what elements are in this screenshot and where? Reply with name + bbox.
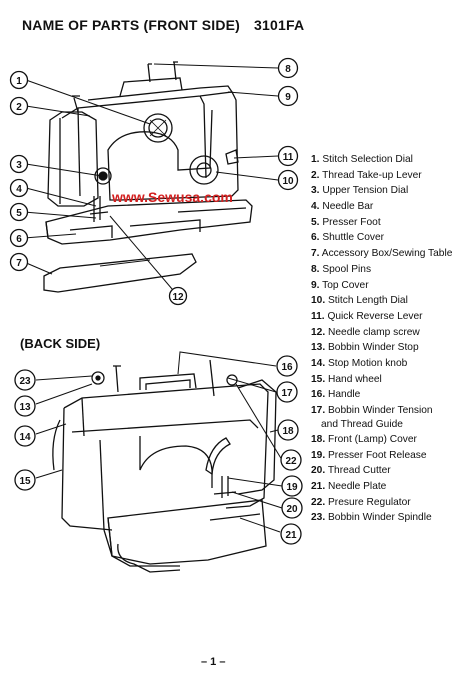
list-item: 20. Thread Cutter bbox=[311, 465, 391, 477]
callout-12: 12 bbox=[172, 292, 184, 303]
callout-2: 2 bbox=[16, 102, 22, 113]
callout-18: 18 bbox=[282, 426, 294, 437]
callout-10: 10 bbox=[282, 176, 294, 187]
list-item: 3. Upper Tension Dial bbox=[311, 185, 409, 197]
callout-6: 6 bbox=[16, 234, 22, 245]
callout-3: 3 bbox=[16, 160, 22, 171]
list-item: 7. Accessory Box/Sewing Table bbox=[311, 248, 453, 260]
list-item: 19. Presser Foot Release bbox=[311, 449, 427, 461]
callout-8: 8 bbox=[285, 64, 291, 75]
front-leader-lines bbox=[23, 63, 279, 297]
list-item: 14. Stop Motion knob bbox=[311, 357, 408, 369]
list-item: 21. Needle Plate bbox=[311, 481, 387, 493]
callout-13: 13 bbox=[19, 402, 31, 413]
list-item: 16. Handle bbox=[311, 389, 361, 401]
callout-7: 7 bbox=[16, 258, 22, 269]
list-item: 12. Needle clamp screw bbox=[311, 326, 420, 338]
back-machine-drawing bbox=[52, 359, 277, 573]
callout-11: 11 bbox=[283, 152, 294, 163]
list-item: 23. Bobbin Winder Spindle bbox=[311, 512, 432, 524]
list-item: 18. Front (Lamp) Cover bbox=[311, 434, 417, 445]
back-leader-lines bbox=[35, 351, 283, 533]
callout-17: 17 bbox=[281, 388, 293, 399]
parts-list: 1. Stitch Selection Dial 2. Thread Take-… bbox=[311, 153, 471, 527]
callout-22: 22 bbox=[285, 456, 297, 467]
callout-labels: 1 2 3 4 5 6 7 12 8 9 11 10 23 13 14 15 1… bbox=[16, 64, 298, 541]
callout-5: 5 bbox=[16, 208, 22, 219]
callout-9: 9 bbox=[285, 92, 291, 103]
callout-16: 16 bbox=[281, 362, 293, 373]
page-title: NAME OF PARTS (FRONT SIDE) 3101FA bbox=[22, 17, 304, 33]
list-item: 1. Stitch Selection Dial bbox=[311, 154, 413, 165]
list-item: 4. Needle Bar bbox=[311, 201, 374, 213]
list-item: 13. Bobbin Winder Stop bbox=[311, 342, 419, 354]
list-item: 9. Top Cover bbox=[311, 279, 369, 291]
callout-20: 20 bbox=[286, 504, 298, 515]
list-item: 6. Shuttle Cover bbox=[311, 232, 385, 244]
page-number: – 1 – bbox=[201, 656, 226, 668]
callout-14: 14 bbox=[19, 432, 31, 443]
title-heading: NAME OF PARTS (FRONT SIDE) bbox=[22, 17, 241, 33]
model-number: 3101FA bbox=[254, 17, 305, 33]
callout-19: 19 bbox=[286, 482, 298, 493]
list-item: 10. Stitch Length Dial bbox=[311, 295, 408, 307]
callout-4: 4 bbox=[16, 184, 22, 195]
callout-23: 23 bbox=[19, 376, 31, 387]
front-machine-drawing bbox=[43, 61, 253, 293]
list-item: 22. Presure Regulator bbox=[311, 496, 411, 508]
list-item: 11. Quick Reverse Lever bbox=[311, 310, 423, 322]
callout-21: 21 bbox=[285, 530, 297, 541]
watermark-text: www.Sewusa.com bbox=[112, 189, 233, 205]
list-item: 15. Hand wheel bbox=[311, 373, 382, 385]
back-callouts bbox=[14, 355, 303, 545]
list-item: 5. Presser Foot bbox=[311, 216, 381, 228]
back-side-heading: (BACK SIDE) bbox=[20, 336, 101, 351]
list-item: 8. Spool Pins bbox=[311, 263, 372, 275]
callout-15: 15 bbox=[19, 476, 31, 487]
list-item: 2. Thread Take-up Lever bbox=[311, 169, 422, 181]
front-callouts bbox=[9, 57, 299, 306]
callout-1: 1 bbox=[16, 76, 22, 87]
